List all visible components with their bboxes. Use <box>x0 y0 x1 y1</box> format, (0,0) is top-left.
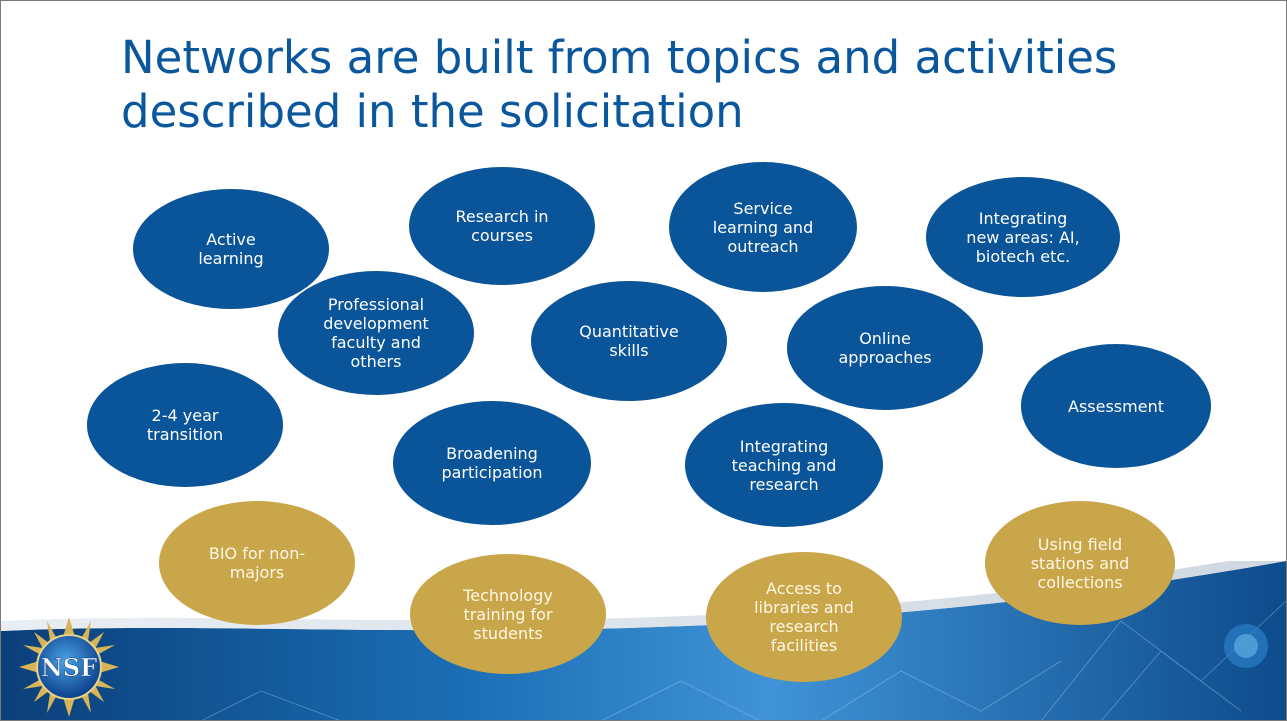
bubble-field-stations: Using field stations and collections <box>985 501 1175 625</box>
bubble-label: Service learning and outreach <box>712 198 814 256</box>
bubble-bio-non-majors: BIO for non- majors <box>159 501 355 625</box>
bubble-online-approaches: Online approaches <box>787 286 983 410</box>
bubble-integrating-new-areas: Integrating new areas: AI, biotech etc. <box>926 177 1120 297</box>
bubble-technology-training: Technology training for students <box>410 554 606 674</box>
nsf-logo-lettering: NSF <box>41 653 97 682</box>
bubble-research-in-courses: Research in courses <box>409 167 595 285</box>
slide-title: Networks are built from topics and activ… <box>121 31 1241 139</box>
bubble-label: Broadening participation <box>441 444 543 482</box>
bubble-active-learning: Active learning <box>133 189 329 309</box>
bubble-label: Integrating new areas: AI, biotech etc. <box>966 208 1080 266</box>
bubble-access-libraries: Access to libraries and research facilit… <box>706 552 902 682</box>
bubble-label: 2-4 year transition <box>146 406 224 444</box>
title-line-2: described in the solicitation <box>121 85 744 138</box>
bubble-quantitative-skills: Quantitative skills <box>531 281 727 401</box>
bubble-label: BIO for non- majors <box>208 544 306 582</box>
bubble-label: Professional development faculty and oth… <box>323 295 429 371</box>
bubble-assessment: Assessment <box>1021 344 1211 468</box>
bubble-professional-development: Professional development faculty and oth… <box>278 271 474 395</box>
bubble-label: Quantitative skills <box>579 322 679 360</box>
bubble-label: Active learning <box>198 230 264 268</box>
nsf-logo: NSF <box>19 617 119 717</box>
bubble-label: Using field stations and collections <box>1030 534 1130 592</box>
bubble-label: Access to libraries and research facilit… <box>754 579 854 655</box>
bubble-label: Online approaches <box>838 329 932 367</box>
bubble-label: Assessment <box>1068 396 1164 416</box>
bubble-label: Technology training for students <box>463 585 553 643</box>
bubble-label: Integrating teaching and research <box>731 436 837 494</box>
title-line-1: Networks are built from topics and activ… <box>121 31 1118 84</box>
bubble-service-learning: Service learning and outreach <box>669 162 857 292</box>
bubble-integrating-teaching-research: Integrating teaching and research <box>685 403 883 527</box>
bubble-label: Research in courses <box>455 207 549 245</box>
bubble-two-four-year-transition: 2-4 year transition <box>87 363 283 487</box>
bubble-broadening-participation: Broadening participation <box>393 401 591 525</box>
